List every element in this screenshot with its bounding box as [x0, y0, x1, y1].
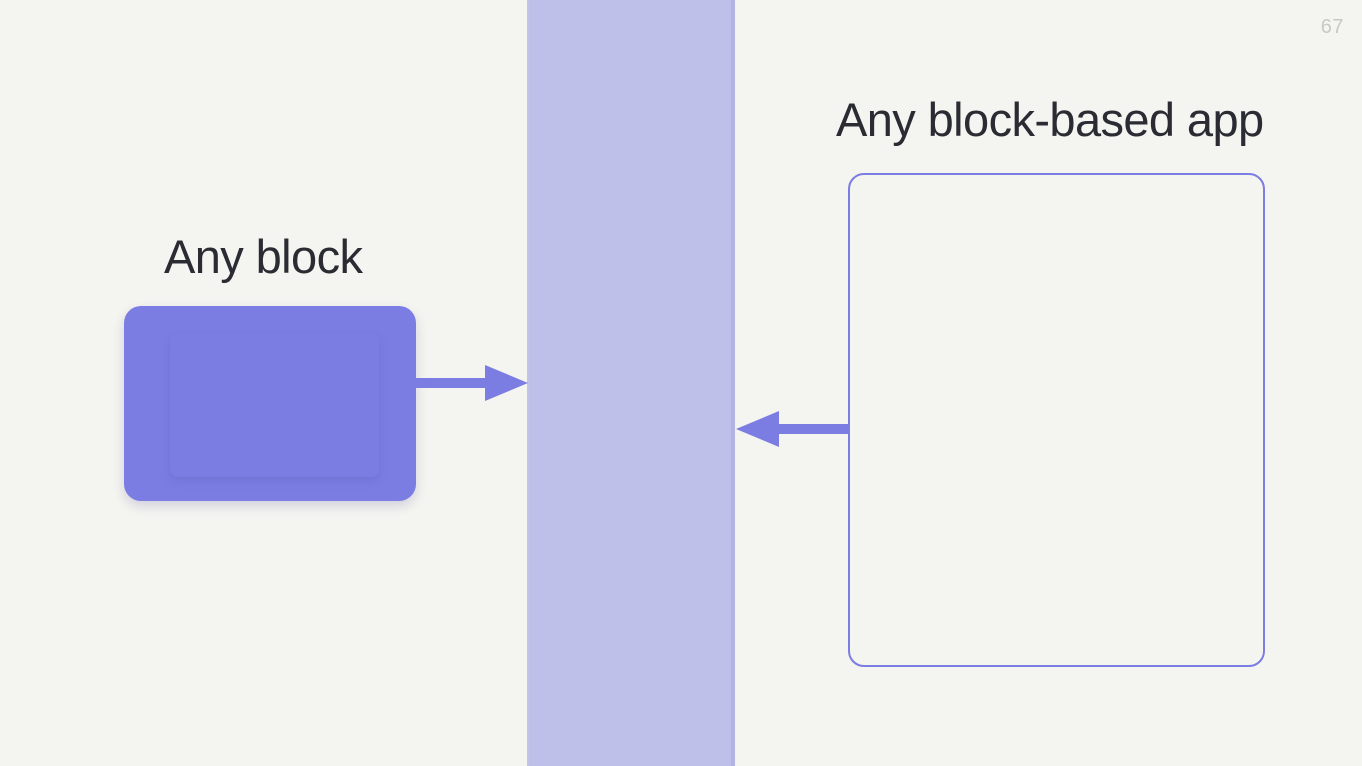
page-number: 67: [1320, 16, 1344, 38]
arrow-left-icon: [736, 411, 849, 447]
any-block-label: Any block: [164, 230, 363, 283]
any-block-inner-rectangle: [170, 334, 379, 477]
center-band: [527, 0, 735, 766]
any-block-based-app-label: Any block-based app: [836, 93, 1264, 146]
center-band-right-edge: [731, 0, 735, 766]
app-frame-rectangle: [848, 173, 1265, 667]
any-block-rectangle: [124, 306, 416, 501]
arrow-right-icon: [415, 365, 528, 401]
